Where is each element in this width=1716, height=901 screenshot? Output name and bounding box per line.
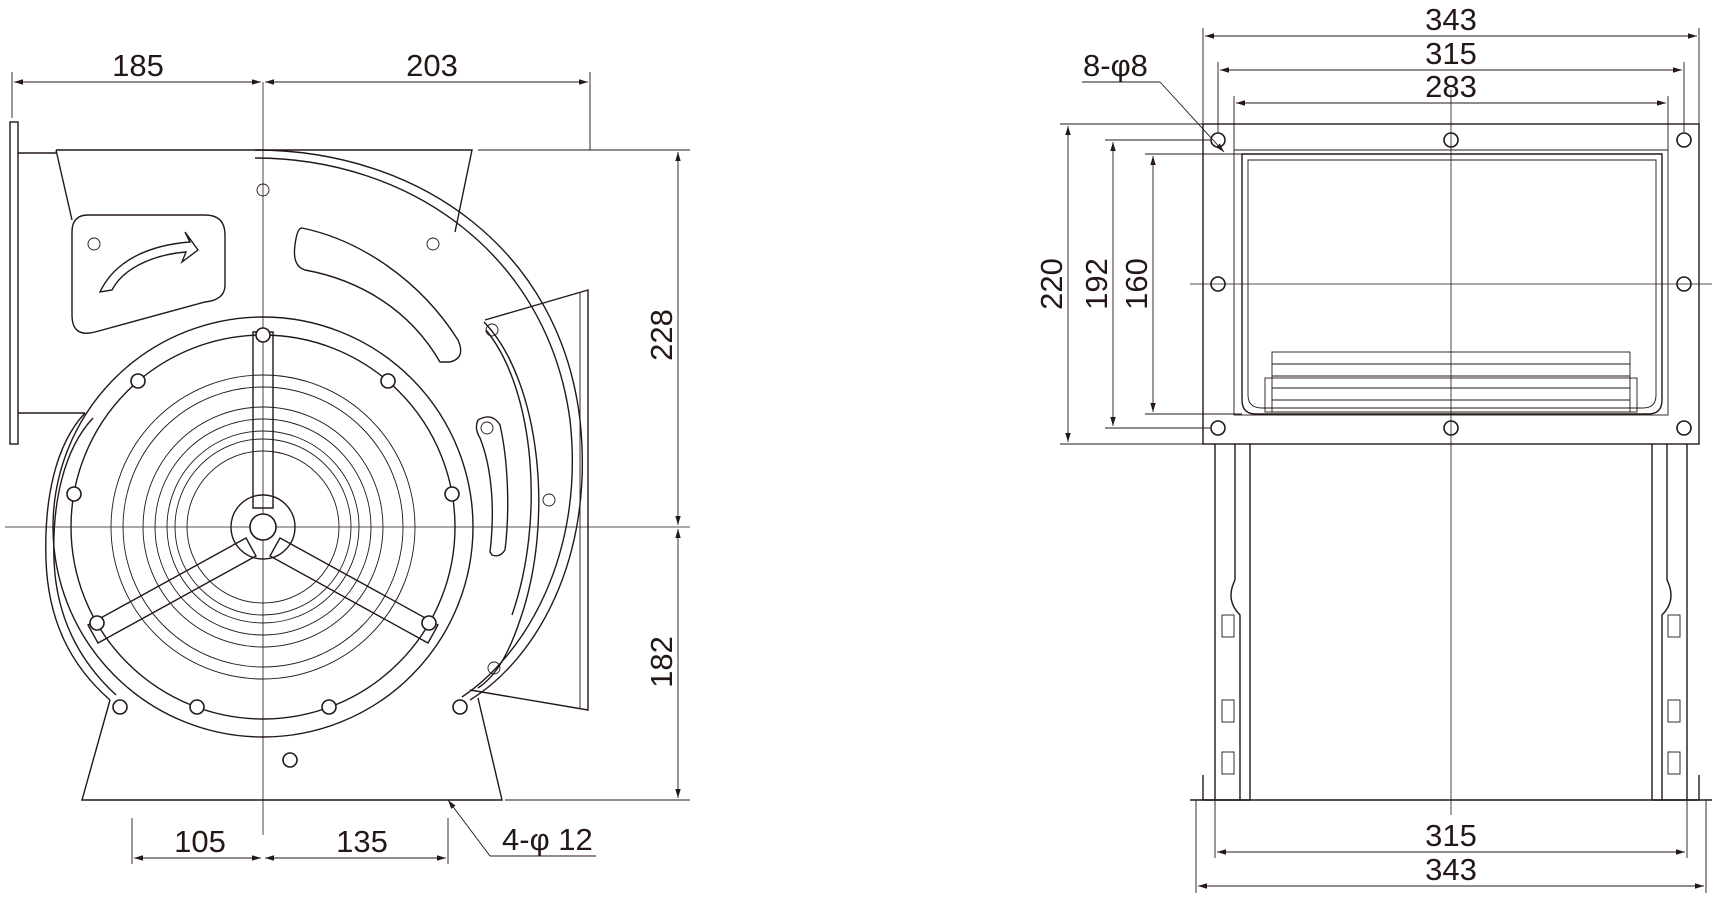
side-slot xyxy=(475,416,509,557)
rotation-arrow-panel xyxy=(71,214,226,334)
scroll-housing-outer xyxy=(254,149,584,701)
rotation-arrow-icon xyxy=(98,231,199,293)
dim-top-outer: 343 xyxy=(1425,2,1477,37)
dim-upper-height: 228 xyxy=(644,309,679,361)
side-plate xyxy=(469,289,589,711)
dim-height-outer: 220 xyxy=(1034,258,1069,310)
outlet-flange xyxy=(9,121,85,445)
dim-bottom-outer: 343 xyxy=(1425,852,1477,887)
dim-flange-holes: 8-φ8 xyxy=(1083,48,1148,83)
dim-foot-left: 105 xyxy=(174,824,226,859)
side-view: 343 315 283 8-φ8 220 192 160 315 xyxy=(1034,2,1712,893)
motor-hub xyxy=(230,494,296,560)
housing-body xyxy=(1214,444,1688,800)
front-bolt-holes xyxy=(66,327,468,768)
scroll-housing-left xyxy=(45,412,111,701)
outlet-opening xyxy=(1241,153,1663,415)
base-foot xyxy=(81,697,503,801)
dim-height-bolt: 192 xyxy=(1079,258,1114,310)
outlet-duct-top xyxy=(56,149,473,233)
dim-right-width: 203 xyxy=(406,48,458,83)
dim-height-inner: 160 xyxy=(1119,258,1154,310)
dim-foot-holes: 4-φ 12 xyxy=(502,822,593,857)
dim-top-inner: 283 xyxy=(1425,69,1477,104)
dim-bottom-bolt: 315 xyxy=(1425,818,1477,853)
dim-left-width: 185 xyxy=(112,48,164,83)
dim-foot-right: 135 xyxy=(336,824,388,859)
upper-slot xyxy=(293,227,462,363)
mounting-plate xyxy=(477,321,540,689)
dim-lower-height: 182 xyxy=(644,636,679,688)
dim-top-bolt: 315 xyxy=(1425,36,1477,71)
front-view: 185 203 228 182 105 135 4-φ 12 xyxy=(5,48,690,864)
inlet-ring xyxy=(142,406,384,648)
motor-disc xyxy=(52,316,474,738)
